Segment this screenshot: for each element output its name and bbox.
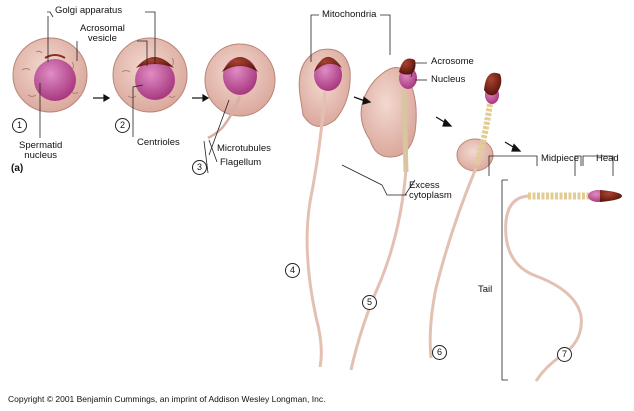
stage-number-2: 2 (115, 118, 130, 133)
stage-1-cell (12, 37, 88, 113)
nucleus-label: Nucleus (431, 74, 466, 85)
panel-label: (a) (11, 163, 24, 174)
stage-number-5: 5 (362, 295, 377, 310)
leader-lines (39, 11, 614, 381)
excess-cytoplasm-label: Excess cytoplasm (409, 180, 452, 201)
stage-2-cell (112, 37, 188, 113)
golgi-apparatus-label: Golgi apparatus (55, 5, 123, 16)
stage-number-7: 7 (557, 347, 572, 362)
flagellum-label: Flagellum (220, 157, 262, 168)
acrosome-label: Acrosome (431, 56, 474, 67)
stage-6-cell (428, 72, 502, 359)
tail-label: Tail (478, 284, 493, 295)
stage-arrows (93, 93, 522, 152)
centrioles-label: Centrioles (137, 137, 180, 148)
microtubules-label: Microtubules (217, 143, 271, 154)
head-label: Head (596, 153, 619, 164)
stage-number-1: 1 (12, 118, 27, 133)
stage-number-3: 3 (192, 160, 207, 175)
midpiece-label: Midpiece (541, 153, 580, 164)
acrosomal-vesicle-label: Acrosomal vesicle (80, 23, 125, 44)
copyright-notice: Copyright © 2001 Benjamin Cummings, an i… (8, 394, 326, 404)
stage-3-cell (204, 43, 276, 140)
mitochondria-label: Mitochondria (322, 9, 377, 20)
stage-number-6: 6 (432, 345, 447, 360)
stage-number-4: 4 (285, 263, 300, 278)
stage-5-cell (349, 58, 417, 371)
spermatid-nucleus-label: Spermatid nucleus (19, 140, 63, 161)
stage-4-cell (298, 48, 351, 368)
